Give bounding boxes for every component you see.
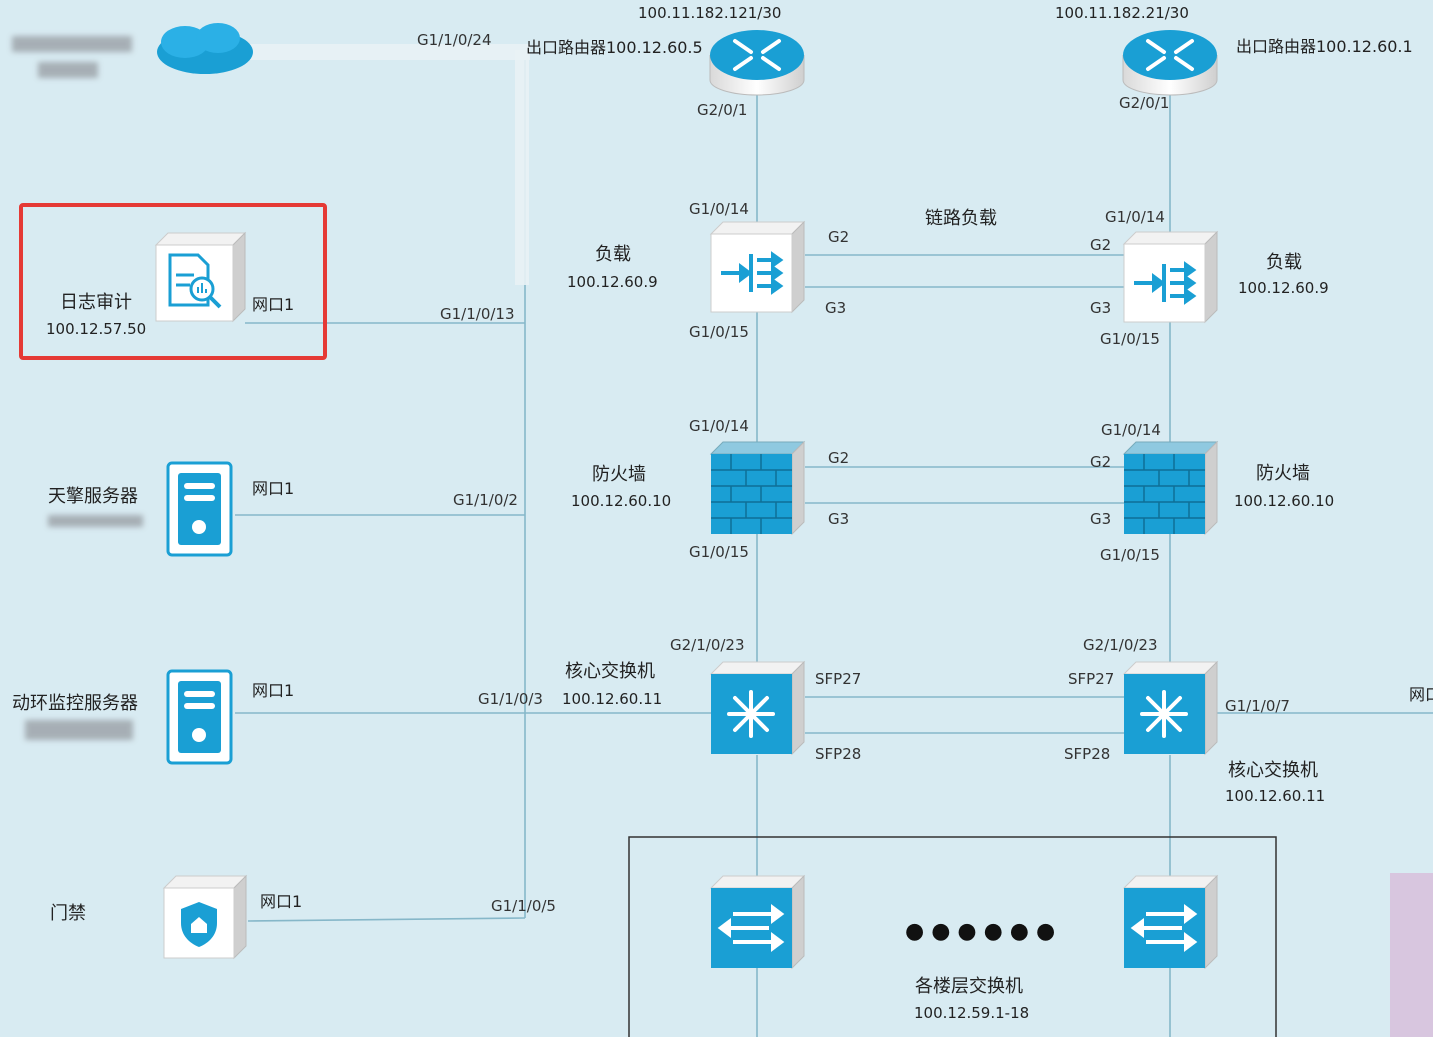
lb-right-g3: G3 <box>1090 299 1112 317</box>
lb-left-name: 负载 <box>595 244 631 265</box>
core-left-up-port: G2/1/0/23 <box>670 636 745 654</box>
log-audit-name: 日志审计 <box>60 292 132 313</box>
server-icon <box>166 461 233 557</box>
fw-right-down-port: G1/0/15 <box>1100 546 1160 564</box>
router-icon <box>1122 30 1218 96</box>
fw-left-g3: G3 <box>828 510 850 528</box>
door-access-nic: 网口1 <box>260 892 303 911</box>
fw-left-name: 防火墙 <box>592 464 646 485</box>
fw-left-up-port: G1/0/14 <box>689 417 749 435</box>
fw-left-g2: G2 <box>828 449 850 467</box>
core-right-up-port: G2/1/0/23 <box>1083 636 1158 654</box>
env-monitor-server-port: G1/1/0/3 <box>478 690 543 708</box>
router-icon <box>709 30 805 96</box>
core-right-name: 核心交换机 <box>1228 760 1318 781</box>
lb-right-g2: G2 <box>1090 236 1112 254</box>
fw-right-g3: G3 <box>1090 510 1112 528</box>
core-left-sfp28: SFP28 <box>815 745 862 763</box>
router2-down-port: G2/0/1 <box>1119 94 1170 112</box>
fw-left-down-port: G1/0/15 <box>689 543 749 561</box>
core-left-ip: 100.12.60.11 <box>562 690 663 708</box>
core-left-name: 核心交换机 <box>565 661 655 682</box>
core-switch-icon <box>1122 660 1219 756</box>
lb-left-down-port: G1/0/15 <box>689 323 749 341</box>
core-switch-icon <box>709 660 806 756</box>
env-monitor-server-nic: 网口1 <box>252 681 295 700</box>
log-audit-port: G1/1/0/13 <box>440 305 515 323</box>
redacted-text <box>48 515 143 527</box>
log-audit-icon <box>154 231 247 323</box>
floor-switches-ip: 100.12.59.1-18 <box>914 1004 1030 1022</box>
load-balancer-icon <box>709 220 806 314</box>
lb-right-down-port: G1/0/15 <box>1100 330 1160 348</box>
lb-right-up-port: G1/0/14 <box>1105 208 1165 226</box>
door-access-port: G1/1/0/5 <box>491 897 556 915</box>
fw-right-up-port: G1/0/14 <box>1101 421 1161 439</box>
door-access-name: 门禁 <box>50 903 86 924</box>
log-audit-nic: 网口1 <box>252 295 295 314</box>
connection-lines <box>235 60 1433 1037</box>
router2-wan-ip: 100.11.182.21/30 <box>1055 4 1189 22</box>
load-balancer-icon <box>1122 230 1219 324</box>
highlight-box <box>19 203 327 360</box>
tianqing-server-port: G1/1/0/2 <box>453 491 518 509</box>
tianqing-server-nic: 网口1 <box>252 479 295 498</box>
tianqing-server-name: 天擎服务器 <box>48 486 138 507</box>
redacted-text <box>25 720 133 740</box>
core-left-sfp27: SFP27 <box>815 670 862 688</box>
core-right-ip: 100.12.60.11 <box>1225 787 1326 805</box>
lb-right-ip: 100.12.60.9 <box>1238 279 1329 297</box>
redacted-text <box>38 62 98 78</box>
lb-left-g2: G2 <box>828 228 850 246</box>
lb-left-ip: 100.12.60.9 <box>567 273 658 291</box>
router2-name: 出口路由器100.12.60.1 <box>1236 37 1413 56</box>
ellipsis-dots: ● ● ● ● ● ● <box>905 919 1055 944</box>
lb-right-name: 负载 <box>1266 252 1302 273</box>
firewall-icon <box>1122 440 1219 536</box>
router1-down-port: G2/0/1 <box>697 101 748 119</box>
cloud-icon <box>157 23 253 74</box>
cropped-area <box>1390 873 1433 1037</box>
router1-wan-ip: 100.11.182.121/30 <box>638 4 782 22</box>
router1-name: 出口路由器100.12.60.5 <box>526 38 703 57</box>
log-audit-ip: 100.12.57.50 <box>46 320 147 338</box>
floor-switch-icon <box>1122 874 1219 970</box>
core-right-side-port: G1/1/0/7 <box>1225 697 1290 715</box>
lb-left-g3: G3 <box>825 299 847 317</box>
firewall-icon <box>709 440 806 536</box>
fw-right-name: 防火墙 <box>1256 463 1310 484</box>
core-right-side-nic: 网口 <box>1409 685 1433 704</box>
lb-left-up-port: G1/0/14 <box>689 200 749 218</box>
env-monitor-server-name: 动环监控服务器 <box>12 693 138 714</box>
fw-right-ip: 100.12.60.10 <box>1234 492 1335 510</box>
fw-left-ip: 100.12.60.10 <box>571 492 672 510</box>
wan-port-label: G1/1/0/24 <box>417 31 492 49</box>
link-load-label: 链路负载 <box>925 208 997 229</box>
core-right-sfp27: SFP27 <box>1068 670 1115 688</box>
redacted-text <box>12 36 132 52</box>
floor-switch-group <box>628 836 1277 1037</box>
core-right-sfp28: SFP28 <box>1064 745 1111 763</box>
server-icon <box>166 669 233 765</box>
floor-switch-icon <box>709 874 806 970</box>
fw-right-g2: G2 <box>1090 453 1112 471</box>
door-access-icon <box>162 874 248 960</box>
floor-switches-name: 各楼层交换机 <box>915 976 1023 997</box>
